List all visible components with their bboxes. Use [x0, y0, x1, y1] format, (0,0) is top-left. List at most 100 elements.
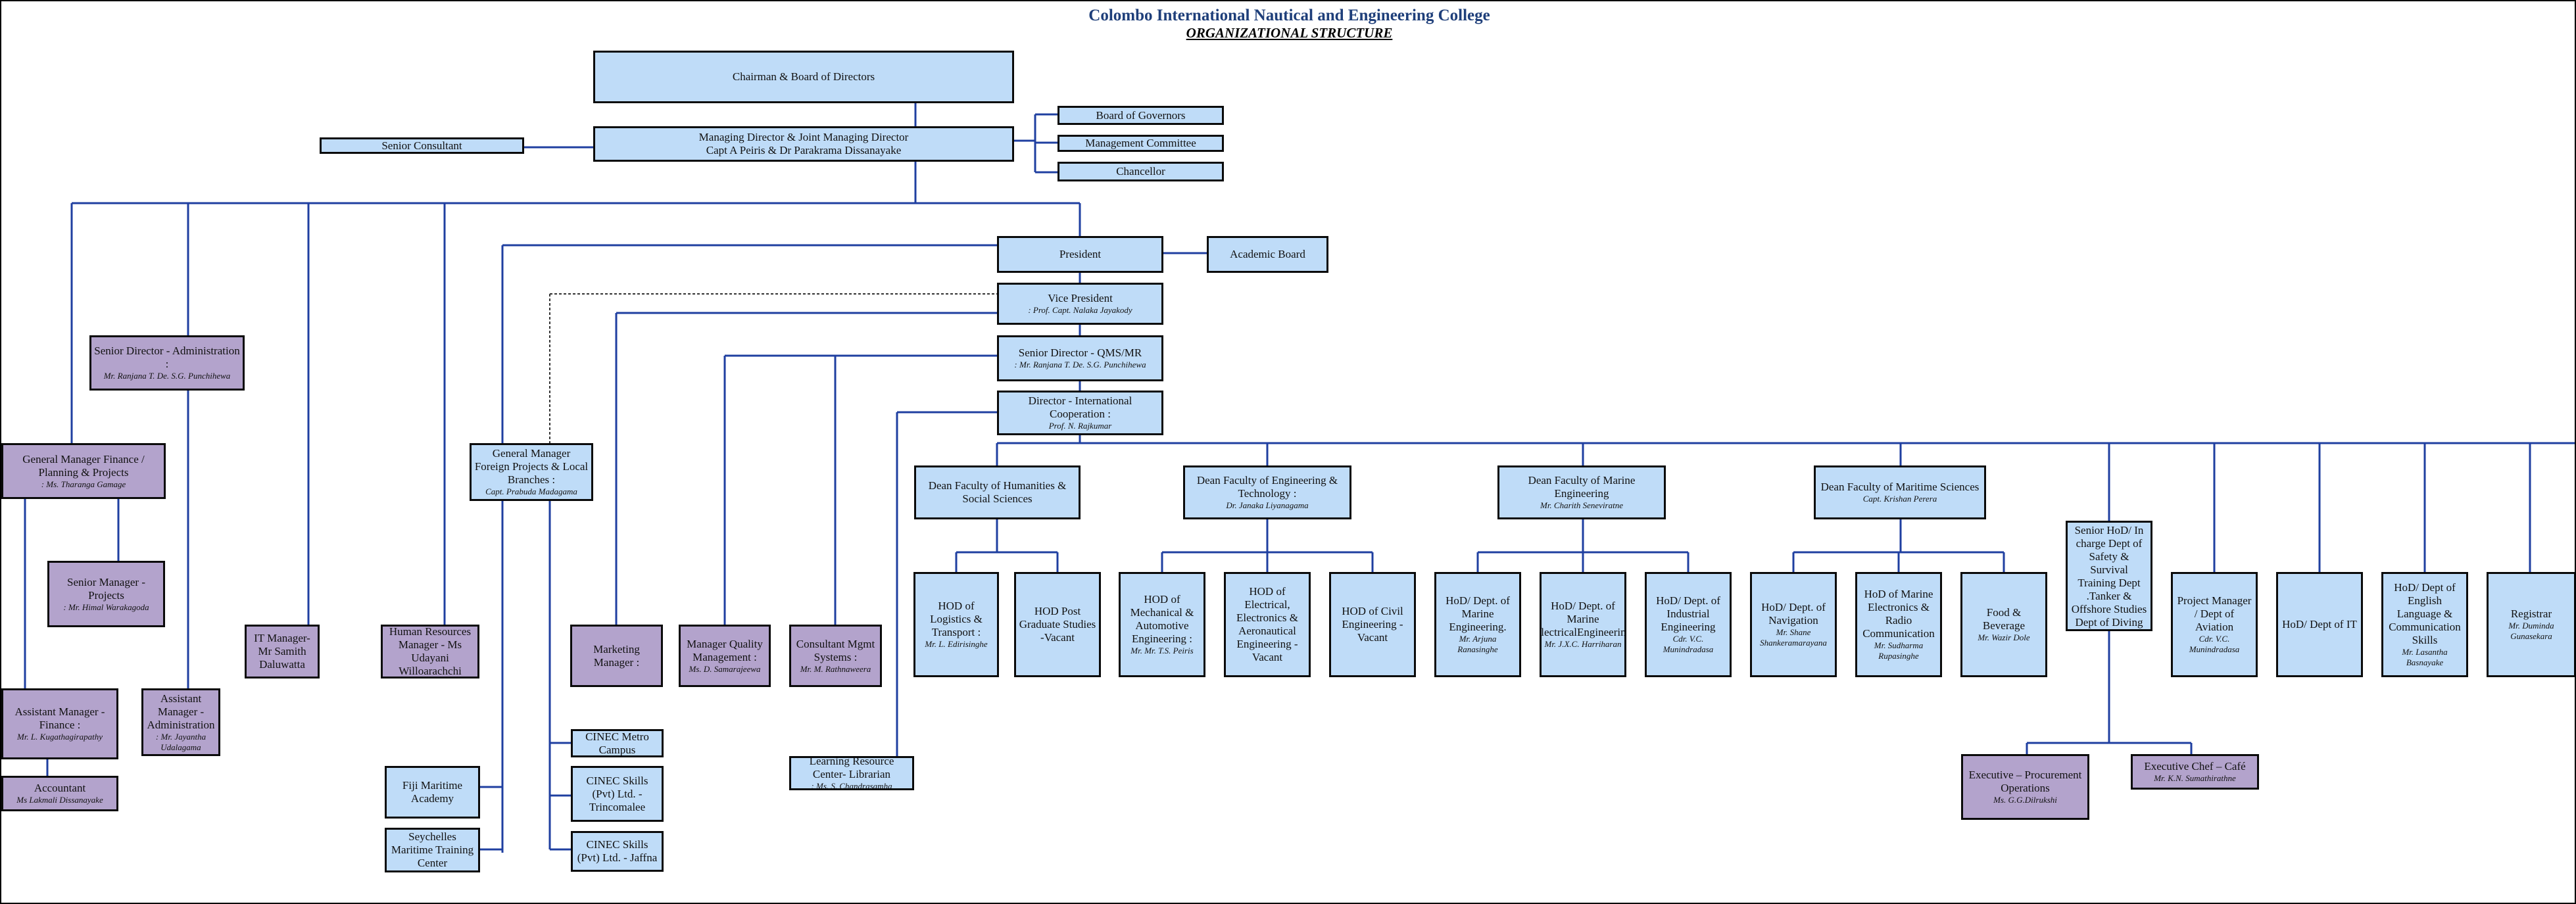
node-title: Chairman & Board of Directors: [732, 70, 875, 83]
node-title: HOD of Mechanical & Automotive Engineeri…: [1130, 593, 1194, 645]
node-name: Mr. J.X.C. Harriharan: [1544, 639, 1622, 649]
node-title: Assistant Manager - Administration: [147, 692, 215, 731]
node-title: Human Resources Manager - Ms Udayani Wil…: [389, 625, 472, 677]
node-title: HoD/ Dept of IT: [2282, 618, 2357, 630]
node-title: HoD/ Dept. of Industrial Engineering: [1656, 594, 1720, 633]
node-hod-logistics: HOD of Logistics & Transport : Mr. L. Ed…: [913, 572, 999, 677]
node-title: CINEC Skills (Pvt) Ltd. - Trincomalee: [586, 774, 648, 813]
node-name: Ms Lakmali Dissanayake: [16, 795, 103, 805]
node-title: HOD of Civil Engineering - Vacant: [1342, 605, 1403, 644]
node-consultant-mgmt: Consultant Mgmt Systems : Mr. M. Rathnaw…: [789, 625, 882, 687]
node-title: Director - International Cooperation :: [1028, 394, 1132, 420]
node-registrar: Registrar Mr. Duminda Gunasekara: [2487, 572, 2575, 677]
node-name: Mr. L. Kugathagirapathy: [16, 732, 103, 742]
node-name: Mr. Arjuna Ranasinghe: [1457, 634, 1498, 654]
node-gm-finance: General Manager Finance / Planning & Pro…: [1, 443, 166, 499]
node-name: Capt. Prabuda Madagama: [485, 487, 577, 496]
node-name: Mr. K.N. Sumathirathne: [2154, 773, 2236, 783]
node-dean-engineering: Dean Faculty of Engineering & Technology…: [1183, 465, 1351, 519]
node-hod-navigation: HoD/ Dept. of Navigation Mr. Shane Shank…: [1750, 572, 1837, 677]
node-hod-marine-engineering: HoD/ Dept. of Marine Engineering. Mr. Ar…: [1434, 572, 1521, 677]
node-name: Cdr. V.C. Munindradasa: [1663, 634, 1714, 654]
node-title: HOD Post Graduate Studies -Vacant: [1019, 605, 1096, 644]
node-board-of-governors: Board of Governors: [1057, 106, 1224, 125]
node-gm-foreign-projects: General Manager Foreign Projects & Local…: [470, 443, 593, 501]
node-title: HOD of Logistics & Transport :: [930, 600, 983, 638]
node-name: Capt. Krishan Perera: [1862, 494, 1937, 504]
node-hod-marine-radio: HoD of Marine Electronics & Radio Commun…: [1855, 572, 1942, 677]
node-title: Senior Director - Administration :: [94, 345, 240, 370]
node-learning-resource: Learning Resource Center- Librarian : Ms…: [789, 756, 914, 790]
node-name: : Mr. Jayantha Udalagama: [155, 731, 207, 752]
node-name: : Ms. Tharanga Gamage: [41, 479, 126, 489]
node-cinec-jaffna: CINEC Skills (Pvt) Ltd. - Jaffna: [571, 831, 664, 872]
node-title: Dean Faculty of Maritime Sciences: [1820, 481, 1980, 493]
node-title: Executive – Procurement Operations: [1968, 769, 2082, 794]
node-name: Mr. Ranjana T. De. S.G. Punchihewa: [103, 371, 231, 381]
node-fiji-academy: Fiji Maritime Academy: [385, 766, 480, 819]
node-name: : Mr. Himal Warakagoda: [63, 602, 149, 612]
page-subtitle: ORGANIZATIONAL STRUCTURE: [1186, 25, 1393, 41]
node-seychelles-center: Seychelles Maritime Training Center: [385, 828, 480, 872]
node-title: HoD/ Dept of English Language & Communic…: [2389, 581, 2461, 646]
node-title: Food & Beverage: [1982, 606, 2026, 632]
node-name: Dr. Janaka Liyanagama: [1226, 500, 1309, 510]
node-name: Mr. Wazir Dole: [1978, 632, 2030, 642]
node-managing-director: Managing Director & Joint Managing Direc…: [593, 126, 1014, 162]
node-title: Project Manager / Dept of Aviation: [2177, 594, 2252, 633]
node-title: General Manager Foreign Projects & Local…: [474, 447, 589, 486]
node-vice-president: Vice President : Prof. Capt. Nalaka Jaya…: [997, 283, 1163, 325]
node-title: Seychelles Maritime Training Center: [391, 830, 474, 869]
node-asst-manager-finance: Assistant Manager - Finance : Mr. L. Kug…: [1, 688, 118, 759]
node-senior-director-admin: Senior Director - Administration : Mr. R…: [89, 335, 245, 391]
node-title: Consultant Mgmt Systems :: [796, 637, 875, 663]
node-director-international: Director - International Cooperation : P…: [997, 391, 1163, 435]
node-title: Dean Faculty of Humanities & Social Scie…: [928, 479, 1067, 505]
node-senior-manager-projects: Senior Manager - Projects : Mr. Himal Wa…: [47, 561, 165, 627]
node-marketing-manager: Marketing Manager :: [570, 625, 663, 687]
node-title: Management Committee: [1085, 137, 1196, 149]
node-title: Vice President: [1048, 292, 1113, 304]
node-hod-marine-electrical: HoD/ Dept. of Marine ElectricalEngineeri…: [1540, 572, 1626, 677]
node-title: Academic Board: [1230, 248, 1305, 260]
node-name: Ms. G.G.Dilrukshi: [1993, 795, 2057, 805]
node-title: CINEC Metro Campus: [585, 730, 649, 756]
node-name: Capt A Peiris & Dr Parakrama Dissanayake: [706, 144, 902, 156]
node-name: Mr. Shane Shankeramarayana: [1760, 627, 1827, 648]
node-title: Managing Director & Joint Managing Direc…: [698, 131, 909, 143]
node-academic-board: Academic Board: [1207, 236, 1328, 273]
node-hod-electrical: HOD of Electrical, Electronics & Aeronau…: [1224, 572, 1311, 677]
node-name: Mr. Lasantha Basnayake: [2402, 647, 2448, 667]
node-name: Cdr. V.C. Munindradasa: [2189, 634, 2240, 654]
node-title: Marketing Manager :: [593, 642, 640, 669]
node-name: : Prof. Capt. Nalaka Jayakody: [1028, 305, 1132, 315]
node-chancellor: Chancellor: [1057, 162, 1224, 181]
node-title: Learning Resource Center- Librarian: [809, 756, 894, 780]
node-title: Registrar: [2510, 607, 2552, 620]
node-food-beverage: Food & Beverage Mr. Wazir Dole: [1960, 572, 2047, 677]
node-president: President: [997, 236, 1163, 273]
node-title: HOD of Electrical, Electronics & Aeronau…: [1236, 585, 1298, 663]
node-title: Manager Quality Management :: [687, 637, 763, 663]
node-title: Executive Chef – Café: [2144, 760, 2246, 773]
node-asst-manager-admin: Assistant Manager - Administration : Mr.…: [141, 688, 220, 756]
node-hod-english: HoD/ Dept of English Language & Communic…: [2381, 572, 2468, 677]
node-cinec-trincomalee: CINEC Skills (Pvt) Ltd. - Trincomalee: [571, 766, 664, 822]
node-name: : Mr. Ranjana T. De. S.G. Punchihewa: [1014, 360, 1146, 369]
page-title: Colombo International Nautical and Engin…: [1088, 7, 1490, 24]
node-name: Mr. L. Edirisinghe: [925, 639, 988, 649]
node-senior-hod-safety: Senior HoD/ In charge Dept of Safety & S…: [2066, 521, 2152, 631]
node-title: Accountant: [34, 782, 86, 794]
node-title: Senior Consultant: [381, 139, 462, 152]
node-senior-director-qms: Senior Director - QMS/MR : Mr. Ranjana T…: [997, 335, 1163, 381]
node-title: Senior HoD/ In charge Dept of Safety & S…: [2071, 524, 2147, 629]
node-dean-humanities: Dean Faculty of Humanities & Social Scie…: [914, 465, 1081, 519]
node-title: HoD/ Dept. of Marine ElectricalEngineeri…: [1541, 600, 1626, 638]
node-hod-mechanical: HOD of Mechanical & Automotive Engineeri…: [1119, 572, 1205, 677]
node-dean-maritime-sciences: Dean Faculty of Maritime Sciences Capt. …: [1814, 465, 1986, 519]
node-name: Mr. Charith Seneviratne: [1540, 500, 1623, 510]
node-name: Mr. M. Rathnaweera: [800, 663, 871, 674]
node-management-committee: Management Committee: [1057, 135, 1224, 152]
